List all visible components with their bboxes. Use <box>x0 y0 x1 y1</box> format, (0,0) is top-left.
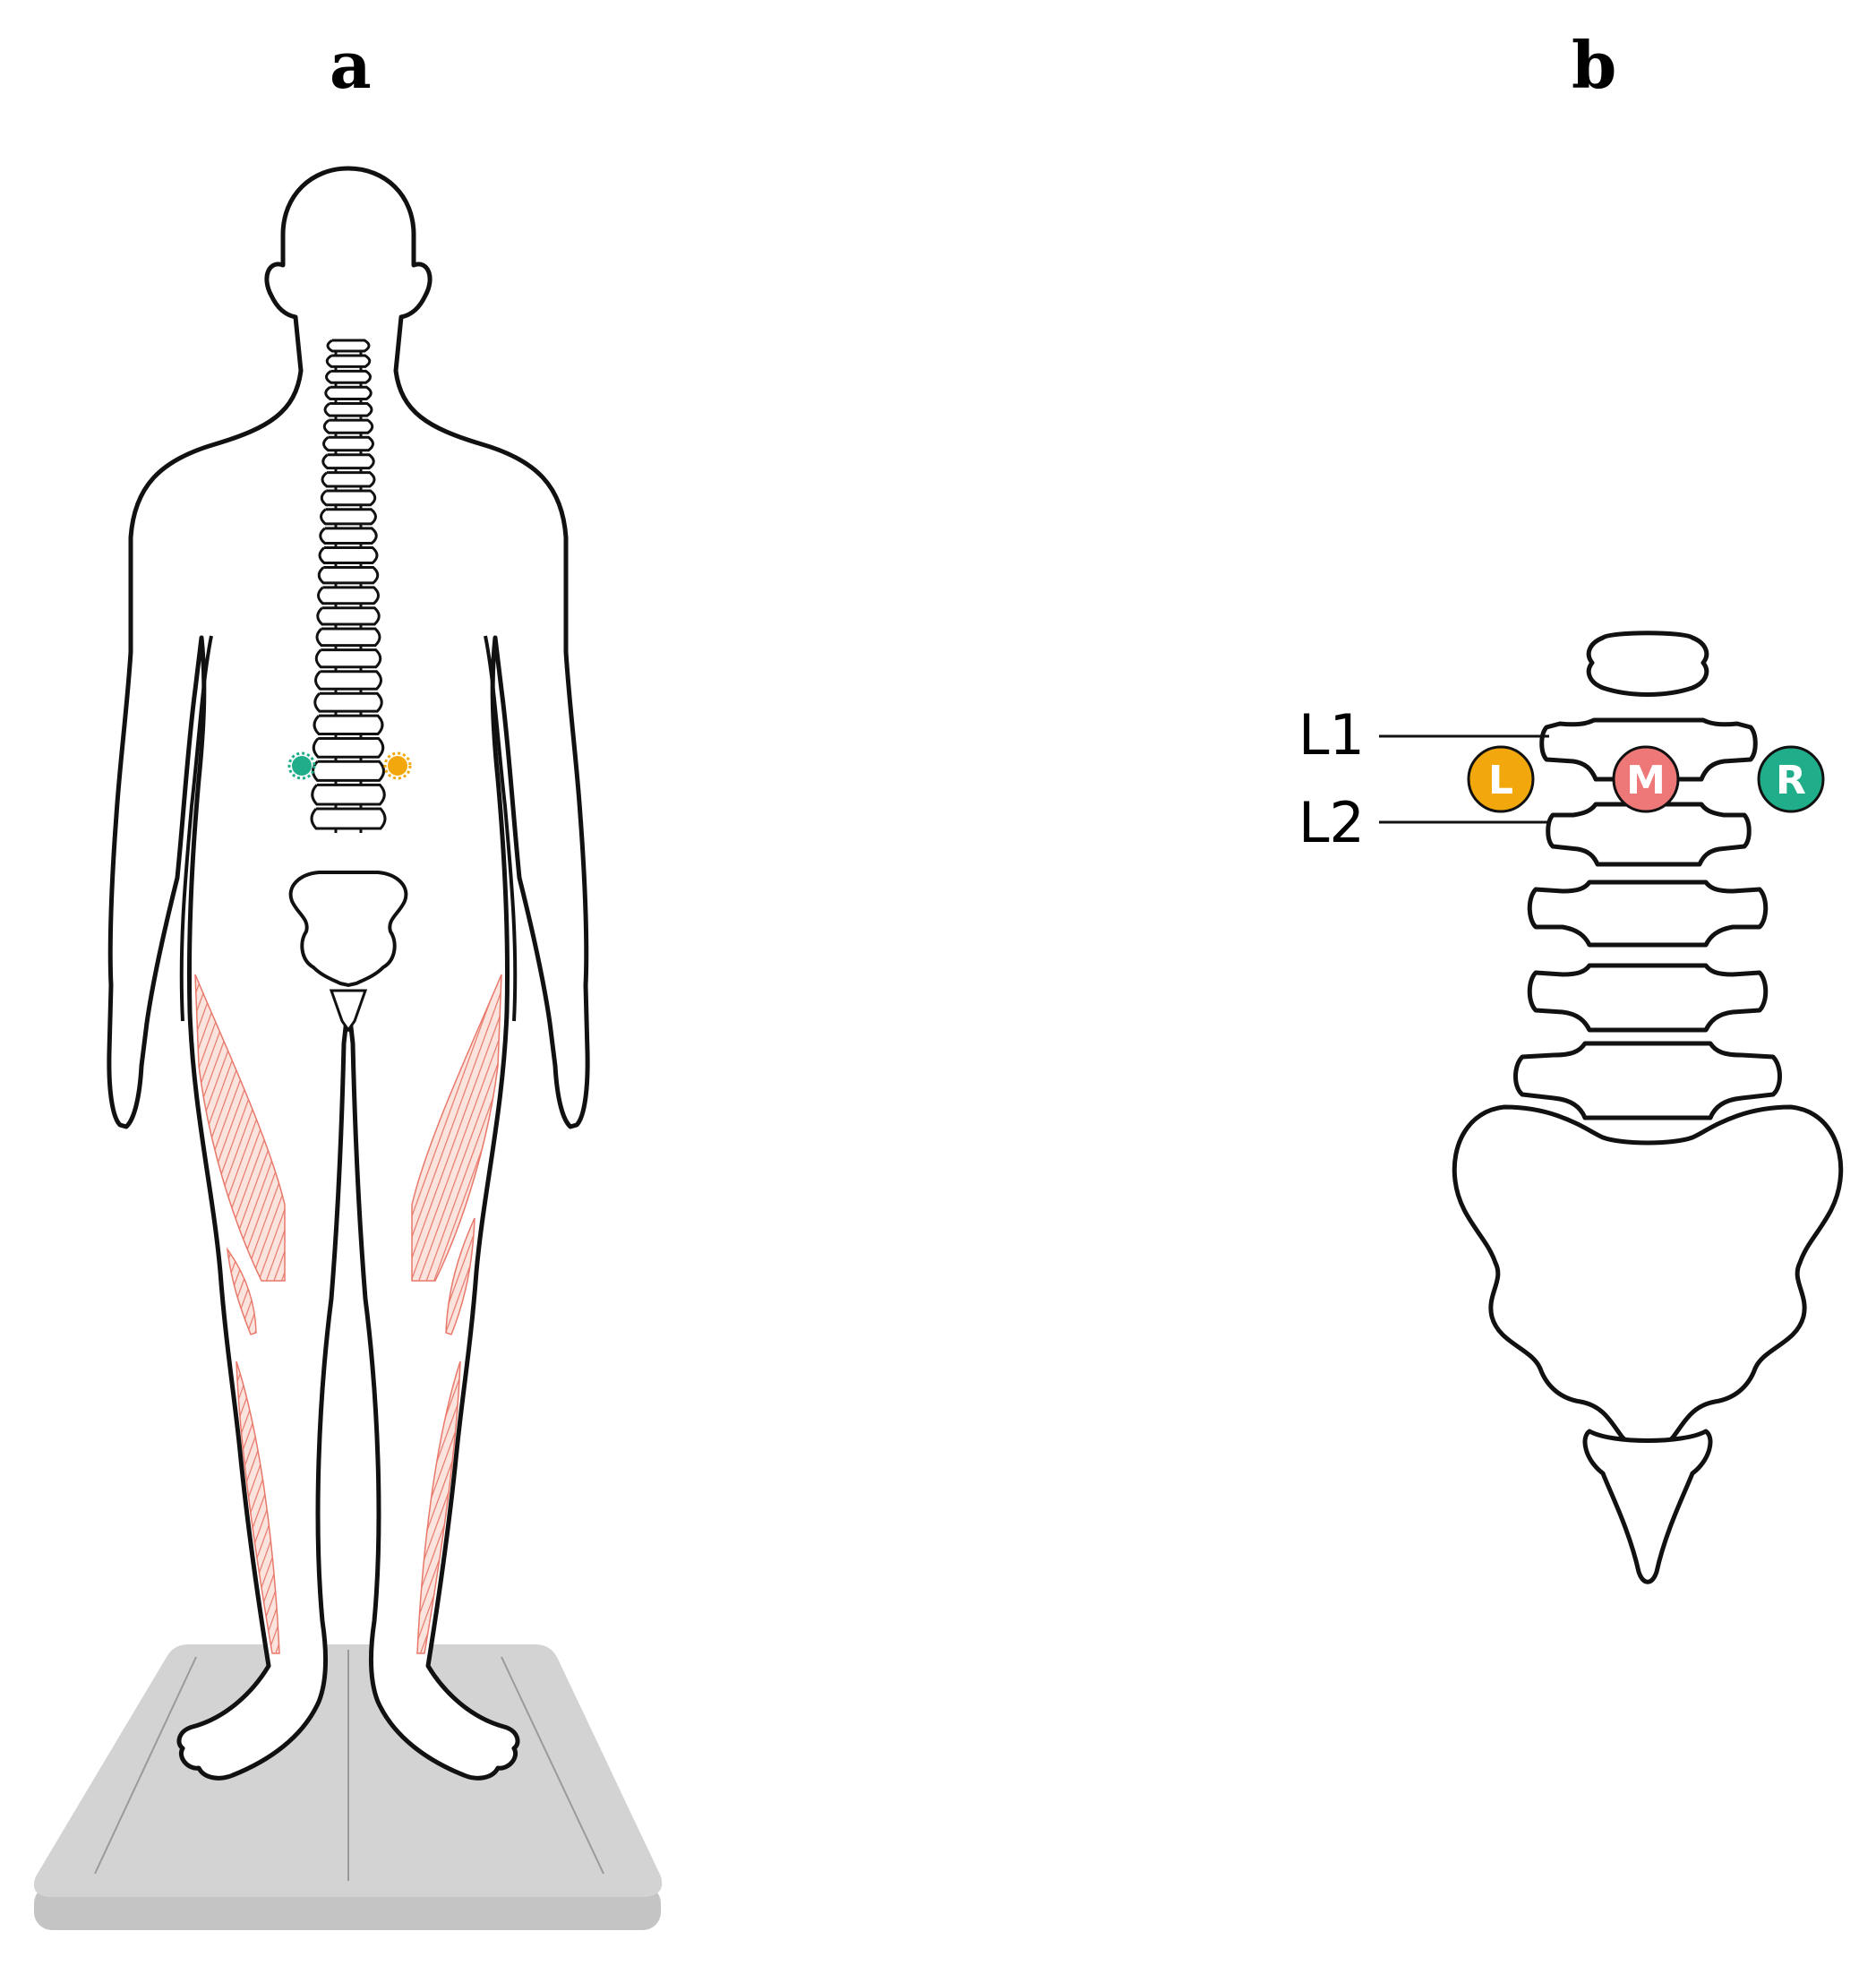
coccyx-outline <box>329 989 368 1033</box>
spine-vertebra <box>313 691 383 717</box>
spine-vertebra <box>312 760 385 785</box>
right-calf-muscle <box>416 1360 461 1654</box>
spine-column <box>310 339 387 833</box>
spine-vertebra <box>311 783 386 809</box>
spine-vertebra <box>324 385 373 404</box>
marker-middle-text: M <box>1626 758 1666 803</box>
pelvis-outline <box>288 871 408 988</box>
marker-middle: M <box>1612 745 1680 813</box>
panel-a <box>33 166 663 1930</box>
electrode-right-marker <box>287 751 316 780</box>
right-arm-inner-line <box>484 635 518 1022</box>
leg-muscles <box>194 974 502 1654</box>
force-platform <box>33 1644 663 1930</box>
spine-vertebra <box>315 627 381 650</box>
spine-vertebra <box>313 714 384 739</box>
sacrum <box>1452 1104 1844 1451</box>
marker-right: R <box>1757 745 1825 813</box>
panel-label-b: b <box>1572 27 1617 103</box>
vertebra-l4 <box>1527 963 1769 1033</box>
electrode-left-marker <box>383 751 412 780</box>
label-l2: L2 <box>1298 790 1365 855</box>
panel-b <box>1379 631 1844 1584</box>
spine-vertebra <box>312 737 385 762</box>
marker-right-text: R <box>1776 758 1806 803</box>
spine-vertebra <box>310 807 387 833</box>
marker-left: L <box>1467 745 1535 813</box>
panel-label-a: a <box>330 27 372 103</box>
vertebra-l3 <box>1527 880 1769 948</box>
left-thigh-lateral-muscle <box>226 1247 257 1335</box>
right-thigh-muscle <box>411 974 502 1282</box>
spine-vertebra <box>314 670 382 694</box>
spine-vertebra <box>317 586 380 608</box>
vertebra-l5 <box>1513 1041 1782 1120</box>
right-thigh-lateral-muscle <box>445 1217 475 1335</box>
vertebra-l2 <box>1546 802 1752 867</box>
marker-left-text: L <box>1488 758 1513 803</box>
vertebra-t12 <box>1586 631 1709 697</box>
left-calf-muscle <box>236 1360 280 1654</box>
label-l1: L1 <box>1298 702 1365 768</box>
left-thigh-muscle <box>194 974 286 1282</box>
left-arm-inner-line <box>179 635 213 1022</box>
coccyx <box>1582 1429 1713 1584</box>
spine-vertebra <box>314 648 382 672</box>
